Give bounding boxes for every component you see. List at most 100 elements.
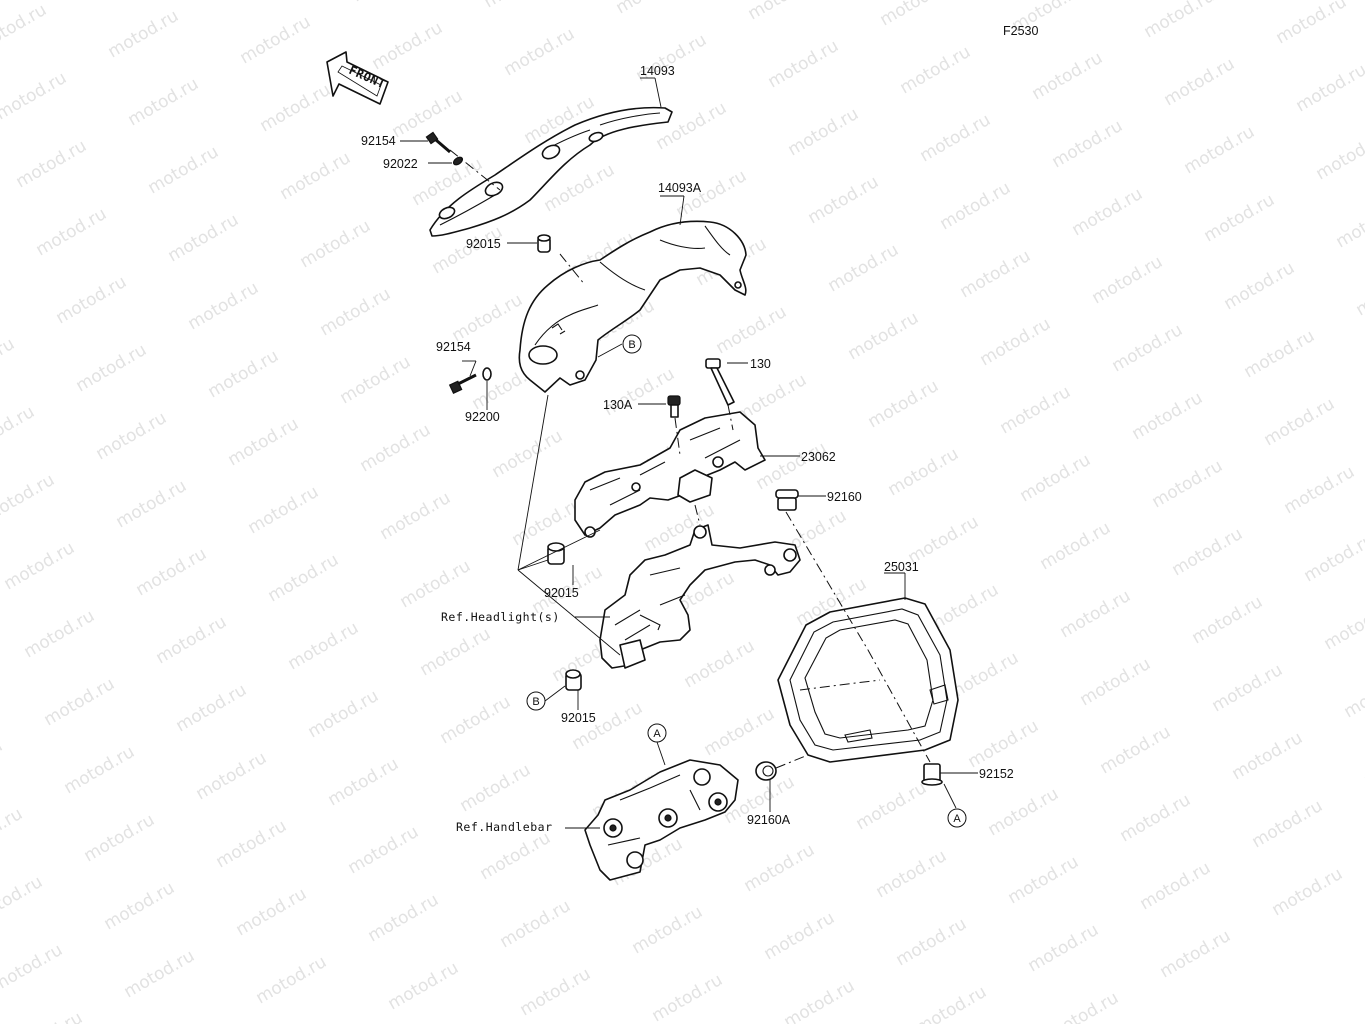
watermark-text: motod.ru — [845, 308, 923, 364]
headlight-bracket — [599, 524, 801, 669]
watermark-text: motod.ru — [1353, 264, 1365, 320]
watermark-text: motod.ru — [121, 946, 199, 1002]
watermark-text: motod.ru — [33, 204, 111, 260]
watermark-text: motod.ru — [233, 884, 311, 940]
watermark-text: motod.ru — [825, 240, 903, 296]
grommet-92160-icon — [775, 489, 799, 511]
watermark-text: motod.ru — [1169, 524, 1247, 580]
watermark-text: motod.ru — [397, 556, 475, 612]
watermark-text: motod.ru — [1281, 462, 1359, 518]
watermark-text: motod.ru — [917, 110, 995, 166]
watermark-text: motod.ru — [1057, 586, 1135, 642]
label-92160A: 92160A — [747, 813, 791, 827]
watermark-text: motod.ru — [1129, 388, 1207, 444]
part-14093A-cover — [518, 220, 747, 393]
label-ref-handlebar: Ref.Handlebar — [456, 820, 553, 834]
watermark-text: motod.ru — [253, 952, 331, 1008]
watermark-text: motod.ru — [481, 0, 559, 12]
watermark-text: motod.ru — [1017, 450, 1095, 506]
watermark-text: motod.ru — [713, 302, 791, 358]
watermark-text: motod.ru — [1221, 258, 1299, 314]
watermark-text: motod.ru — [305, 686, 383, 742]
watermark-text: motod.ru — [497, 896, 575, 952]
label-23062: 23062 — [801, 450, 836, 464]
watermark-text: motod.ru — [0, 68, 70, 124]
collar-92152-icon — [921, 763, 943, 786]
watermark-text: motod.ru — [1229, 728, 1307, 784]
watermark-text: motod.ru — [185, 278, 263, 334]
watermark-text: motod.ru — [245, 482, 323, 538]
label-92200: 92200 — [465, 410, 500, 424]
watermark-text: motod.ru — [1049, 116, 1127, 172]
watermark-text: motod.ru — [133, 544, 211, 600]
watermark-text: motod.ru — [1301, 530, 1365, 586]
svg-text:A: A — [953, 813, 961, 825]
watermark-text: motod.ru — [317, 284, 395, 340]
watermark-text: motod.ru — [1273, 0, 1351, 48]
label-92154-mid: 92154 — [436, 340, 471, 354]
watermark-text: motod.ru — [297, 216, 375, 272]
watermark-text: motod.ru — [1261, 394, 1339, 450]
watermark-text: motod.ru — [965, 716, 1043, 772]
watermark-text: motod.ru — [0, 940, 66, 996]
watermark-text: motod.ru — [1109, 320, 1187, 376]
watermark-text: motod.ru — [125, 74, 203, 130]
watermark-text: motod.ru — [277, 148, 355, 204]
watermark-text: motod.ru — [957, 246, 1035, 302]
watermark-text: motod.ru — [1181, 122, 1259, 178]
watermark-text: motod.ru — [449, 290, 527, 346]
watermark-text: motod.ru — [41, 674, 119, 730]
watermark-text: motod.ru — [1313, 128, 1365, 184]
watermark-text: motod.ru — [1029, 48, 1107, 104]
watermark-text: motod.ru — [781, 976, 859, 1024]
watermark-text: motod.ru — [385, 958, 463, 1014]
watermark-text: motod.ru — [913, 982, 991, 1024]
watermark-text: motod.ru — [153, 612, 231, 668]
part-14093-cover — [429, 106, 673, 237]
dashed-center-lines — [449, 149, 931, 769]
collar-92015-bottom-icon — [565, 669, 582, 691]
collar-92015-top-icon — [537, 234, 551, 253]
watermark-text: motod.ru — [205, 346, 283, 402]
part-23062-bracket — [574, 411, 766, 538]
marker-b-upper: B — [622, 334, 642, 354]
watermark-text: motod.ru — [1069, 184, 1147, 240]
watermark-text: motod.ru — [997, 382, 1075, 438]
watermark-text: motod.ru — [1293, 60, 1365, 116]
label-92160: 92160 — [827, 490, 862, 504]
label-130: 130 — [750, 357, 771, 371]
collar-92015-mid-icon — [547, 542, 565, 565]
watermark-text: motod.ru — [0, 470, 58, 526]
watermark-text: motod.ru — [477, 828, 555, 884]
watermark-text: motod.ru — [0, 736, 6, 792]
watermark-text: motod.ru — [9, 1008, 87, 1024]
label-92015-top: 92015 — [466, 237, 501, 251]
watermark-text: motod.ru — [1137, 858, 1215, 914]
watermark-text: motod.ru — [893, 914, 971, 970]
watermark-text: motod.ru — [389, 86, 467, 142]
label-ref-headlight: Ref.Headlight(s) — [441, 610, 560, 624]
washer-92200-icon — [482, 367, 492, 381]
watermark-text: motod.ru — [61, 742, 139, 798]
watermark-text: motod.ru — [501, 24, 579, 80]
watermark-text: motod.ru — [101, 878, 179, 934]
watermark-text: motod.ru — [0, 0, 50, 56]
watermark-text: motod.ru — [1241, 326, 1319, 382]
label-92154-top: 92154 — [361, 134, 396, 148]
watermark-text: motod.ru — [345, 822, 423, 878]
label-25031: 25031 — [884, 560, 919, 574]
watermark-text: motod.ru — [1117, 790, 1195, 846]
watermark-text: motod.ru — [1333, 196, 1365, 252]
watermark-text: motod.ru — [753, 438, 831, 494]
watermark-text: motod.ru — [81, 810, 159, 866]
handlebar-clamp — [584, 759, 739, 881]
label-92152: 92152 — [979, 767, 1014, 781]
watermark-text: motod.ru — [877, 0, 955, 30]
label-14093: 14093 — [640, 64, 675, 78]
watermark-text: motod.ru — [0, 804, 26, 860]
watermark-text: motod.ru — [765, 36, 843, 92]
marker-b-lower: B — [526, 691, 546, 711]
watermark-text: motod.ru — [73, 340, 151, 396]
watermark-text: motod.ru — [21, 606, 99, 662]
